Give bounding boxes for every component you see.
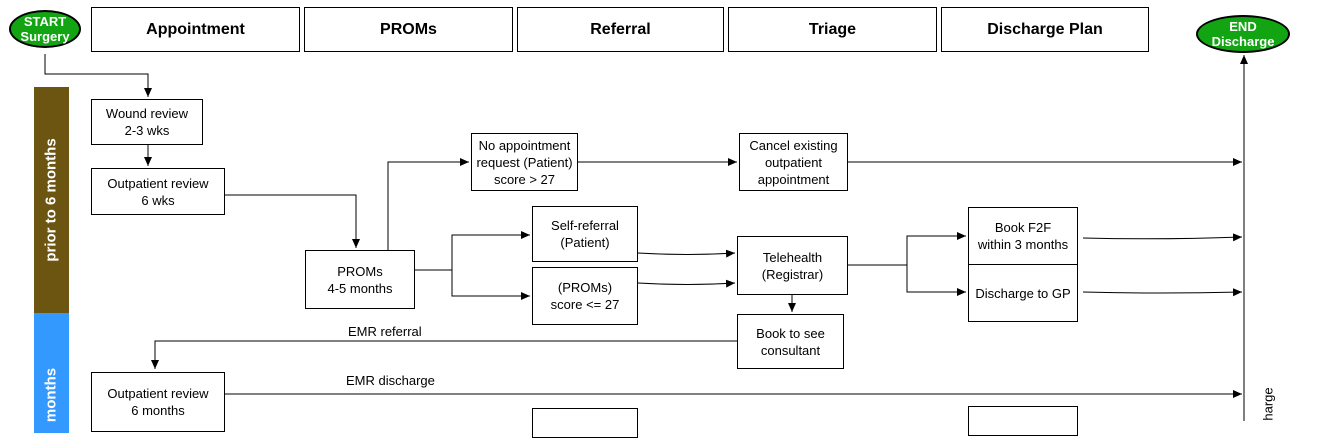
edge-proms-score-to-telehealth xyxy=(637,279,736,288)
column-header-triage: Triage xyxy=(728,7,937,52)
start-sublabel: Surgery xyxy=(20,29,70,44)
edge-split-to-proms-score xyxy=(451,270,530,300)
start-label: START xyxy=(23,14,67,29)
edge-split-to-f2f xyxy=(906,232,966,265)
lane-bar-prior-6-months xyxy=(34,87,69,313)
end-label: END xyxy=(1229,19,1257,34)
flow-connectors xyxy=(44,54,1248,421)
edge-start-to-wound xyxy=(44,54,152,97)
emr-referral-label: EMR referral xyxy=(348,324,422,339)
partial-node-discharge-column xyxy=(968,406,1078,436)
proms-4-5-months-node: PROMs 4-5 months xyxy=(305,250,415,309)
discharge-vertical-label: harge xyxy=(1260,387,1276,421)
column-header-appointment: Appointment xyxy=(91,7,300,52)
outpatient-review-6-months-node: Outpatient review 6 months xyxy=(91,372,225,432)
edge-split-to-discharge-gp xyxy=(906,265,966,296)
emr-discharge-label: EMR discharge xyxy=(346,373,435,388)
edge-emr-referral xyxy=(151,340,737,369)
wound-review-node: Wound review 2-3 wks xyxy=(91,99,203,145)
end-sublabel: Discharge xyxy=(1211,34,1275,49)
edge-f2f-to-end xyxy=(1082,233,1243,242)
lane-bar-months xyxy=(34,313,69,433)
no-appointment-request-node: No appointment request (Patient) score >… xyxy=(471,133,578,191)
discharge-to-gp-node: Discharge to GP xyxy=(968,264,1078,322)
column-header-proms: PROMs xyxy=(304,7,513,52)
column-header-discharge-plan: Discharge Plan xyxy=(941,7,1149,52)
edge-outpatient-to-proms xyxy=(225,194,360,248)
edge-self-referral-to-telehealth xyxy=(637,249,736,258)
partial-node-referral-column xyxy=(532,408,638,438)
edge-split-to-self-referral xyxy=(451,231,530,270)
book-f2f-node: Book F2F within 3 months xyxy=(968,207,1078,265)
start-terminal: START Surgery xyxy=(9,10,81,48)
proms-score-node: (PROMs) score <= 27 xyxy=(532,267,638,325)
edge-discharge-gp-to-end xyxy=(1082,288,1243,297)
column-header-referral: Referral xyxy=(517,7,724,52)
telehealth-node: Telehealth (Registrar) xyxy=(737,236,848,295)
end-terminal: END Discharge xyxy=(1196,15,1290,53)
self-referral-node: Self-referral (Patient) xyxy=(532,206,638,262)
outpatient-review-6wks-node: Outpatient review 6 wks xyxy=(91,168,225,215)
cancel-existing-appointment-node: Cancel existing outpatient appointment xyxy=(739,133,848,191)
edge-proms-to-no-appointment xyxy=(387,158,469,251)
book-consultant-node: Book to see consultant xyxy=(737,314,844,369)
